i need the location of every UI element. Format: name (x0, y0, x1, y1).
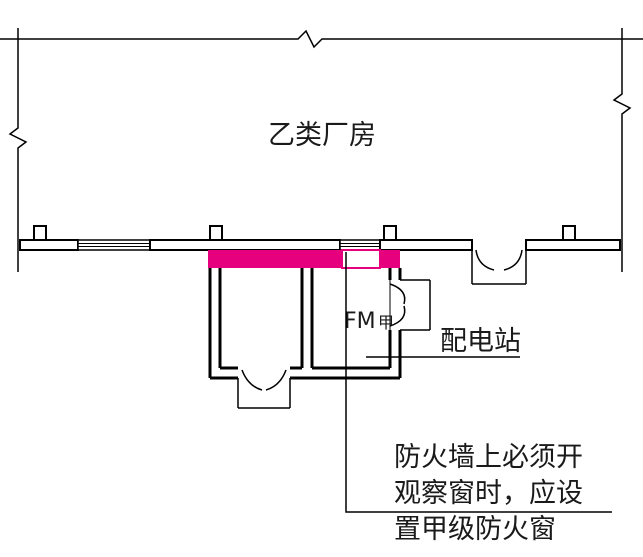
right-break-line (612, 28, 632, 272)
column-3 (383, 225, 397, 241)
firewall-window-frame (341, 249, 381, 269)
note-text-line-1: 防火墙上必须开 (394, 442, 583, 473)
main-wall-left (19, 239, 79, 251)
observation-window (339, 239, 381, 251)
double-door-right (471, 249, 527, 285)
main-wall-right-b (525, 239, 621, 251)
fire-door-class-label: 甲 (378, 313, 394, 332)
column-4 (562, 225, 576, 241)
factory-label: 乙类厂房 (268, 120, 376, 151)
note-text-line-2: 观察窗时，应设 (394, 478, 583, 509)
main-wall-right-a (379, 239, 473, 251)
column-1 (33, 225, 47, 241)
firewall-right (380, 250, 400, 268)
main-wall-middle (149, 239, 341, 251)
column-2 (209, 225, 223, 241)
window-left (77, 239, 151, 251)
fire-door-fm (389, 279, 431, 331)
firewall-left (208, 250, 342, 268)
top-break-line (0, 29, 643, 49)
left-break-line (8, 28, 28, 272)
note-leader-line (345, 252, 612, 513)
substation-label: 配电站 (440, 326, 521, 357)
double-door-bottom (237, 369, 291, 409)
substation-walls (208, 268, 402, 380)
fire-door-code-label: FM (344, 309, 376, 334)
note-text-line-3: 置甲级防火窗 (394, 514, 556, 545)
